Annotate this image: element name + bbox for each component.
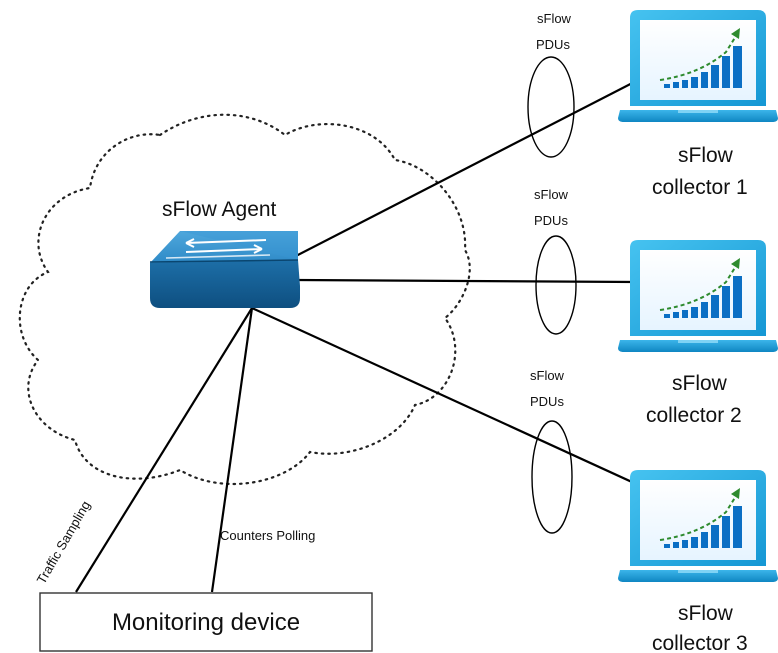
pdu-label-1-line-1: sFlow (537, 11, 572, 26)
collector-1-label-line-2: collector 1 (652, 176, 748, 199)
collector-3-laptop-icon (617, 469, 778, 583)
network-switch-icon (149, 231, 300, 308)
pdu-ellipse-3 (531, 420, 573, 534)
pdu-label-3-line-2: PDUs (530, 394, 564, 409)
monitoring-device-label: Monitoring device (112, 609, 300, 636)
agent-label: sFlow Agent (162, 198, 277, 221)
collector-3-label-line-2: collector 3 (652, 632, 748, 653)
monitoring-device-box (39, 592, 373, 652)
link-agent-collector-3 (251, 306, 646, 490)
counters-polling-label: Counters Polling (220, 528, 315, 543)
link-counters-polling (210, 307, 254, 593)
pdu-ellipse-1 (527, 56, 575, 158)
collector-2-laptop-icon (617, 239, 778, 353)
collector-2-label-line-1: sFlow (672, 372, 728, 395)
pdu-label-1-line-2: PDUs (536, 37, 570, 52)
collector-3-label-line-1: sFlow (678, 602, 734, 625)
collector-1-label-line-1: sFlow (678, 144, 734, 167)
pdu-label-3-line-1: sFlow (530, 368, 565, 383)
traffic-sampling-label: Traffic Sampling (34, 498, 94, 586)
link-agent-collector-2 (295, 278, 643, 284)
pdu-label-2-line-2: PDUs (534, 213, 568, 228)
collector-1-laptop-icon (617, 9, 778, 123)
network-cloud (18, 113, 471, 486)
collector-2-label-line-2: collector 2 (646, 404, 742, 427)
pdu-ellipse-2 (535, 235, 577, 335)
link-agent-collector-1 (291, 77, 643, 259)
link-traffic-sampling (75, 307, 253, 593)
pdu-label-2-line-1: sFlow (534, 187, 569, 202)
